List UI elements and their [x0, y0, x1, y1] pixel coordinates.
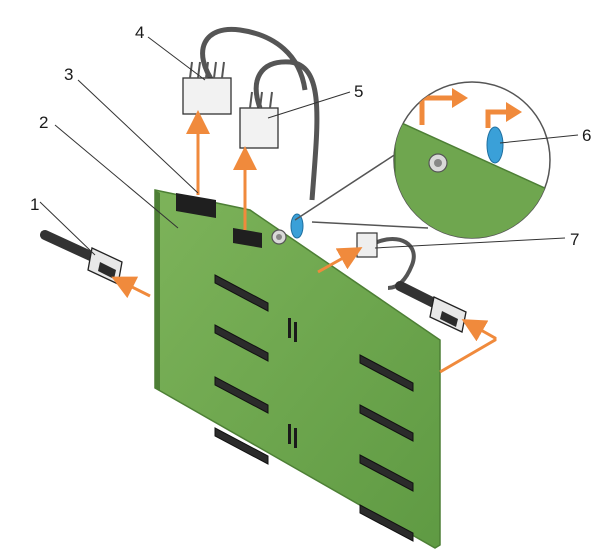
callout-3: 3 [64, 65, 73, 84]
power-cable-icon [182, 26, 308, 115]
callout-7: 7 [570, 230, 579, 249]
callout-1: 1 [30, 195, 39, 214]
release-tab-icon [290, 213, 304, 239]
callout-6: 6 [582, 126, 591, 145]
drive-connectors-left [214, 274, 269, 465]
installation-arrows [111, 110, 497, 374]
leader-lines [39, 36, 579, 256]
board-screw-icon [271, 229, 287, 245]
drive-connectors-right [359, 354, 414, 542]
backplane-board [154, 189, 441, 549]
signal-cable-icon [239, 59, 320, 201]
callout-2: 2 [39, 113, 48, 132]
magnifier-inset [294, 81, 551, 239]
signal-connector-icon [356, 232, 416, 290]
callout-4: 4 [135, 23, 144, 42]
callout-5: 5 [354, 82, 363, 101]
sas-cable-icon [40, 230, 123, 285]
board-power-connectors [176, 193, 262, 248]
